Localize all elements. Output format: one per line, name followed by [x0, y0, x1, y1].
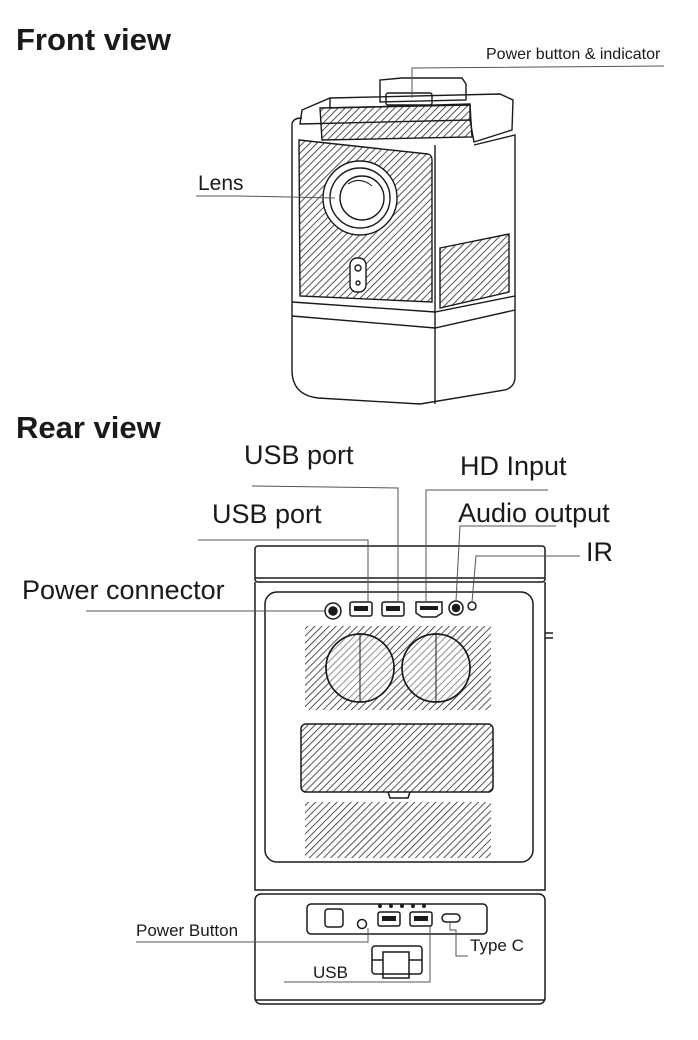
label-power-button: Power Button [136, 921, 239, 940]
front-projector [291, 77, 516, 405]
hdmi-port-icon [415, 601, 443, 618]
front-sensor-icon [349, 257, 367, 293]
battery-port-panel [306, 903, 488, 935]
label-lens: Lens [198, 172, 244, 195]
rear-speaker-grille [300, 723, 494, 799]
usb-port-icon [377, 911, 401, 927]
label-power-connector: Power connector [22, 575, 225, 605]
rear-panel [264, 591, 534, 863]
front-body [291, 117, 516, 405]
battery-latch [371, 945, 423, 979]
label-usb: USB [313, 963, 348, 982]
front-view-heading: Front view [16, 22, 172, 57]
label-hd-input: HD Input [460, 451, 567, 481]
ir-sensor-icon [467, 601, 477, 611]
label-type-c: Type C [470, 936, 524, 955]
rear-base [254, 893, 546, 1005]
usb-port-icon [381, 601, 405, 617]
rear-body [254, 582, 553, 891]
power-button-icon [324, 908, 344, 928]
usb-port-icon [349, 601, 373, 617]
front-leaders [196, 65, 665, 199]
usb-port-icon [409, 911, 433, 927]
label-usb-port-top: USB port [244, 440, 354, 470]
front-top-vent [319, 104, 473, 141]
rear-fan-grille [305, 626, 491, 710]
rear-bottom-grille [305, 802, 491, 858]
rear-projector [254, 545, 553, 1005]
label-audio-output: Audio output [458, 498, 610, 528]
label-usb-port-second: USB port [212, 499, 322, 529]
side-vent [439, 233, 510, 309]
lens-icon [322, 160, 398, 236]
rear-view-heading: Rear view [16, 410, 161, 445]
label-power-button-indicator: Power button & indicator [486, 46, 661, 63]
type-c-port-icon [441, 913, 461, 923]
rear-leaders [86, 485, 580, 983]
label-ir: IR [586, 537, 613, 567]
rear-top-cap [254, 545, 546, 583]
rear-ports [324, 600, 477, 620]
